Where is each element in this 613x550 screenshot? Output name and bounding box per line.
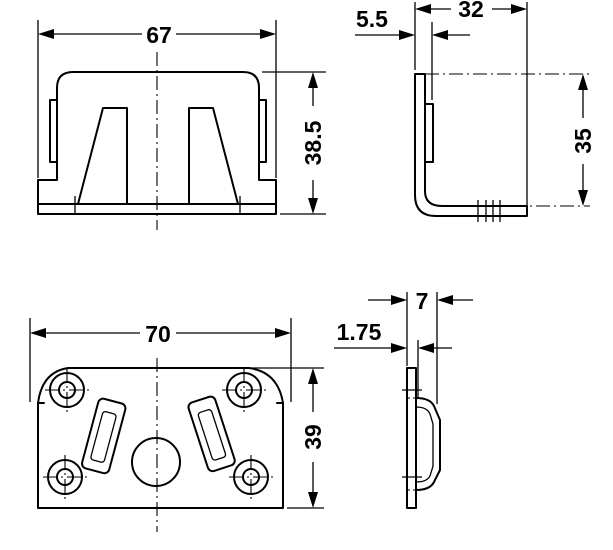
dim-label-7: 7 [416,288,429,314]
dimension-67: 67 [37,20,277,178]
dim-label-1-75: 1.75 [337,319,382,345]
dim-label-38-5: 38.5 [300,120,326,165]
dimension-1-75: 1.75 [334,319,452,398]
right-wedge-slot [187,395,236,473]
dim-label-35: 35 [570,128,596,154]
dimension-39: 39 [250,367,326,509]
mounting-hole-bottom-right [229,455,273,499]
dimension-70: 70 [29,318,292,402]
top-side-view [414,73,590,222]
left-wedge-slot [81,397,127,475]
bottom-side-view [402,367,441,509]
dim-label-39: 39 [300,424,326,450]
dimension-35: 35 [570,74,596,206]
dim-label-70: 70 [145,321,171,347]
dimension-5-5: 5.5 [355,2,470,100]
mounting-hole-top-right [222,368,266,412]
center-hole [131,437,181,487]
dimension-38-5: 38.5 [262,71,326,215]
bottom-front-view [37,358,284,532]
dimension-7: 7 [368,288,473,404]
mounting-hole-bottom-left [43,455,87,499]
dimension-32: 32 [415,0,528,210]
mounting-hole-top-left [45,368,89,412]
dim-label-5-5: 5.5 [356,6,388,32]
top-front-view [37,52,277,230]
dim-label-67: 67 [146,22,172,48]
dim-label-32: 32 [458,0,484,22]
